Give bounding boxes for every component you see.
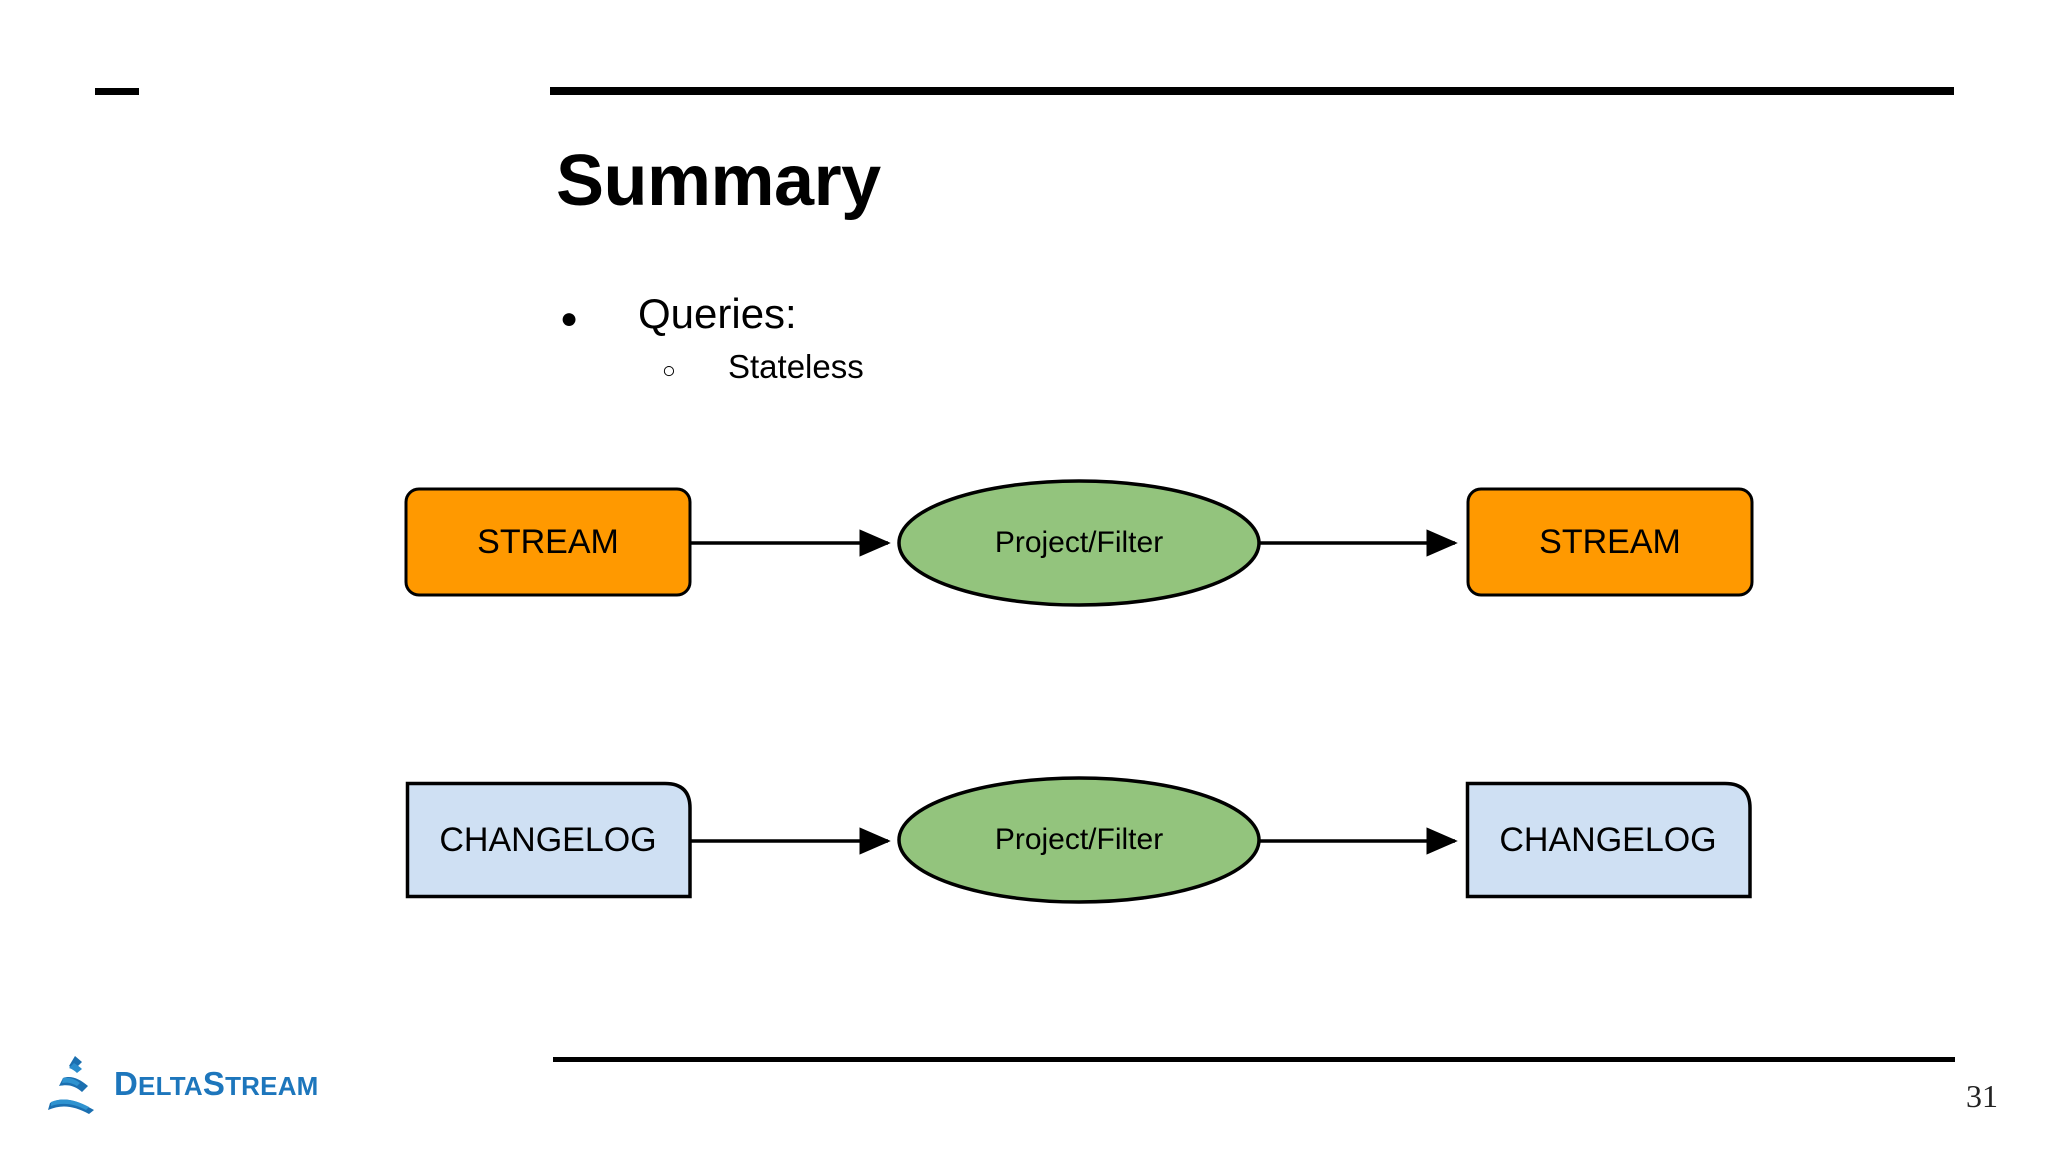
node-label-stream-source: STREAM [477, 522, 619, 561]
brand-name-d: D [114, 1065, 139, 1102]
title-dash-decoration [95, 88, 139, 95]
node-label-stream-sink: STREAM [1539, 522, 1681, 561]
footer-divider-rule [553, 1057, 1955, 1062]
node-label-changelog-source: CHANGELOG [439, 820, 657, 859]
brand-name-s: S [202, 1065, 226, 1102]
deltastream-delta-icon [48, 1056, 94, 1114]
bullet-hollow-icon: ○ [662, 357, 676, 383]
brand-name-elta: ELTA [138, 1071, 203, 1101]
bullet-level2: ○ Stateless [662, 348, 864, 386]
brand-name-tream: TREAM [225, 1071, 319, 1101]
node-label-project-filter-stream: Project/Filter [994, 526, 1164, 559]
bullet-level1: ● Queries: [560, 290, 797, 338]
page-title: Summary [556, 141, 881, 221]
bullet-filled-icon: ● [560, 302, 579, 335]
page-number: 31 [1966, 1078, 1998, 1114]
brand-name: DELTASTREAM [114, 1065, 319, 1103]
bullet-level2-label: Stateless [728, 348, 864, 385]
bullet-level1-label: Queries: [638, 290, 797, 337]
header-divider-rule [550, 87, 1954, 95]
brand-logo: DELTASTREAM [44, 1053, 319, 1115]
node-label-project-filter-changelog: Project/Filter [994, 823, 1164, 856]
node-label-changelog-sink: CHANGELOG [1499, 820, 1717, 859]
